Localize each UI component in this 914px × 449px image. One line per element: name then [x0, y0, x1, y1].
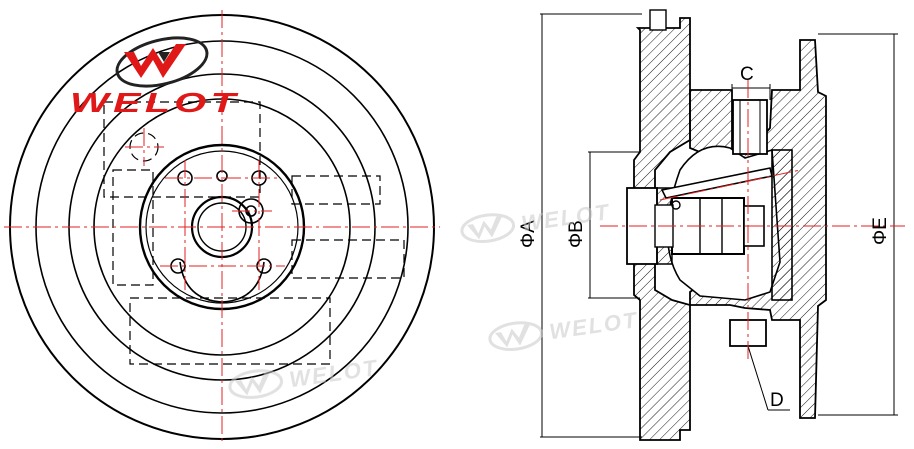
welot-w-swoosh-logo: [115, 36, 209, 88]
label-dim-d: D: [770, 390, 784, 411]
dim-d-leader: [747, 345, 769, 411]
watermark-text: WELOT: [288, 355, 380, 392]
top-plug: [732, 99, 768, 155]
hidden-lines: [103, 101, 405, 365]
label-dim-e: ΦE: [870, 217, 891, 245]
section-centerlines: [600, 80, 905, 360]
front-view: [4, 10, 440, 445]
hidden-top-box: [103, 101, 261, 198]
hidden-bottom-box: [129, 297, 331, 365]
hinge-pin: [671, 200, 681, 210]
top-tab: [649, 9, 667, 31]
label-dim-a: ΦA: [518, 220, 539, 248]
dimension-lines: [540, 13, 898, 438]
right-cover-plate: [771, 149, 793, 301]
section-view: [540, 9, 905, 441]
watermark-text: WELOT: [548, 307, 640, 344]
front-centerlines: [4, 10, 440, 445]
logo-text: WELOT: [70, 87, 240, 118]
welot-logo: WELOT: [70, 36, 240, 118]
hidden-right-box: [291, 175, 381, 205]
label-dim-b: ΦB: [566, 220, 587, 248]
label-dim-c: C: [740, 64, 754, 85]
hidden-right-box-2: [291, 239, 405, 279]
watermarks: WELOT WELOT WELOT: [228, 199, 640, 399]
section-center-diag: [659, 169, 801, 201]
body-left-wall-lower: [633, 257, 691, 441]
watermark-2: WELOT: [488, 307, 640, 351]
